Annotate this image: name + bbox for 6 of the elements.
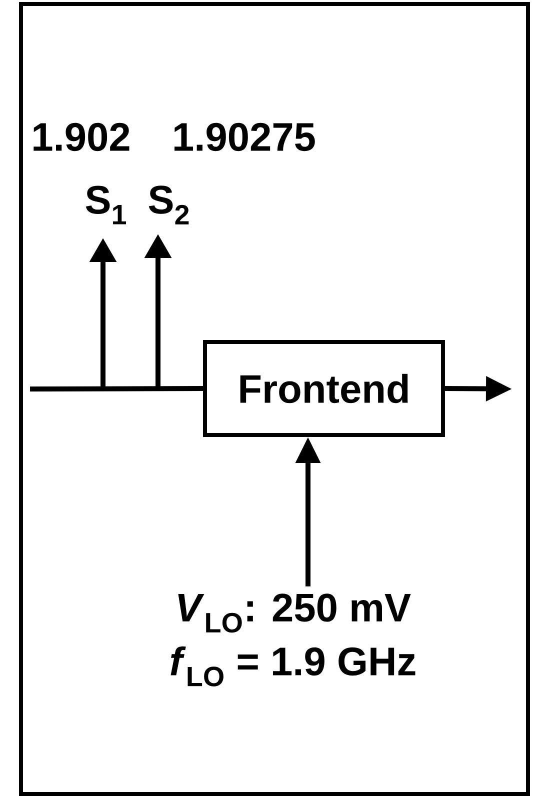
- signal-label: S$_{1}$: [86, 186, 126, 224]
- process-box: Frontend: [203, 340, 445, 437]
- signal-label: S$_{2}$: [148, 186, 189, 224]
- frequency-label: 1.90275: [174, 122, 315, 152]
- signal-text: V$_{LO}$: 250 mV f$_{LO}$ = 1.9 GHz: [170, 594, 416, 686]
- frequency-label: 1.902: [34, 122, 130, 152]
